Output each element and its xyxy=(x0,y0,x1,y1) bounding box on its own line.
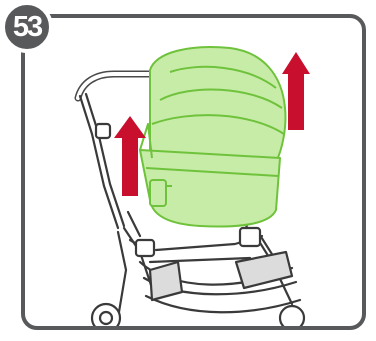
carrycot xyxy=(140,47,285,226)
step-number-badge: 53 xyxy=(1,1,53,53)
step-number: 53 xyxy=(13,13,41,42)
